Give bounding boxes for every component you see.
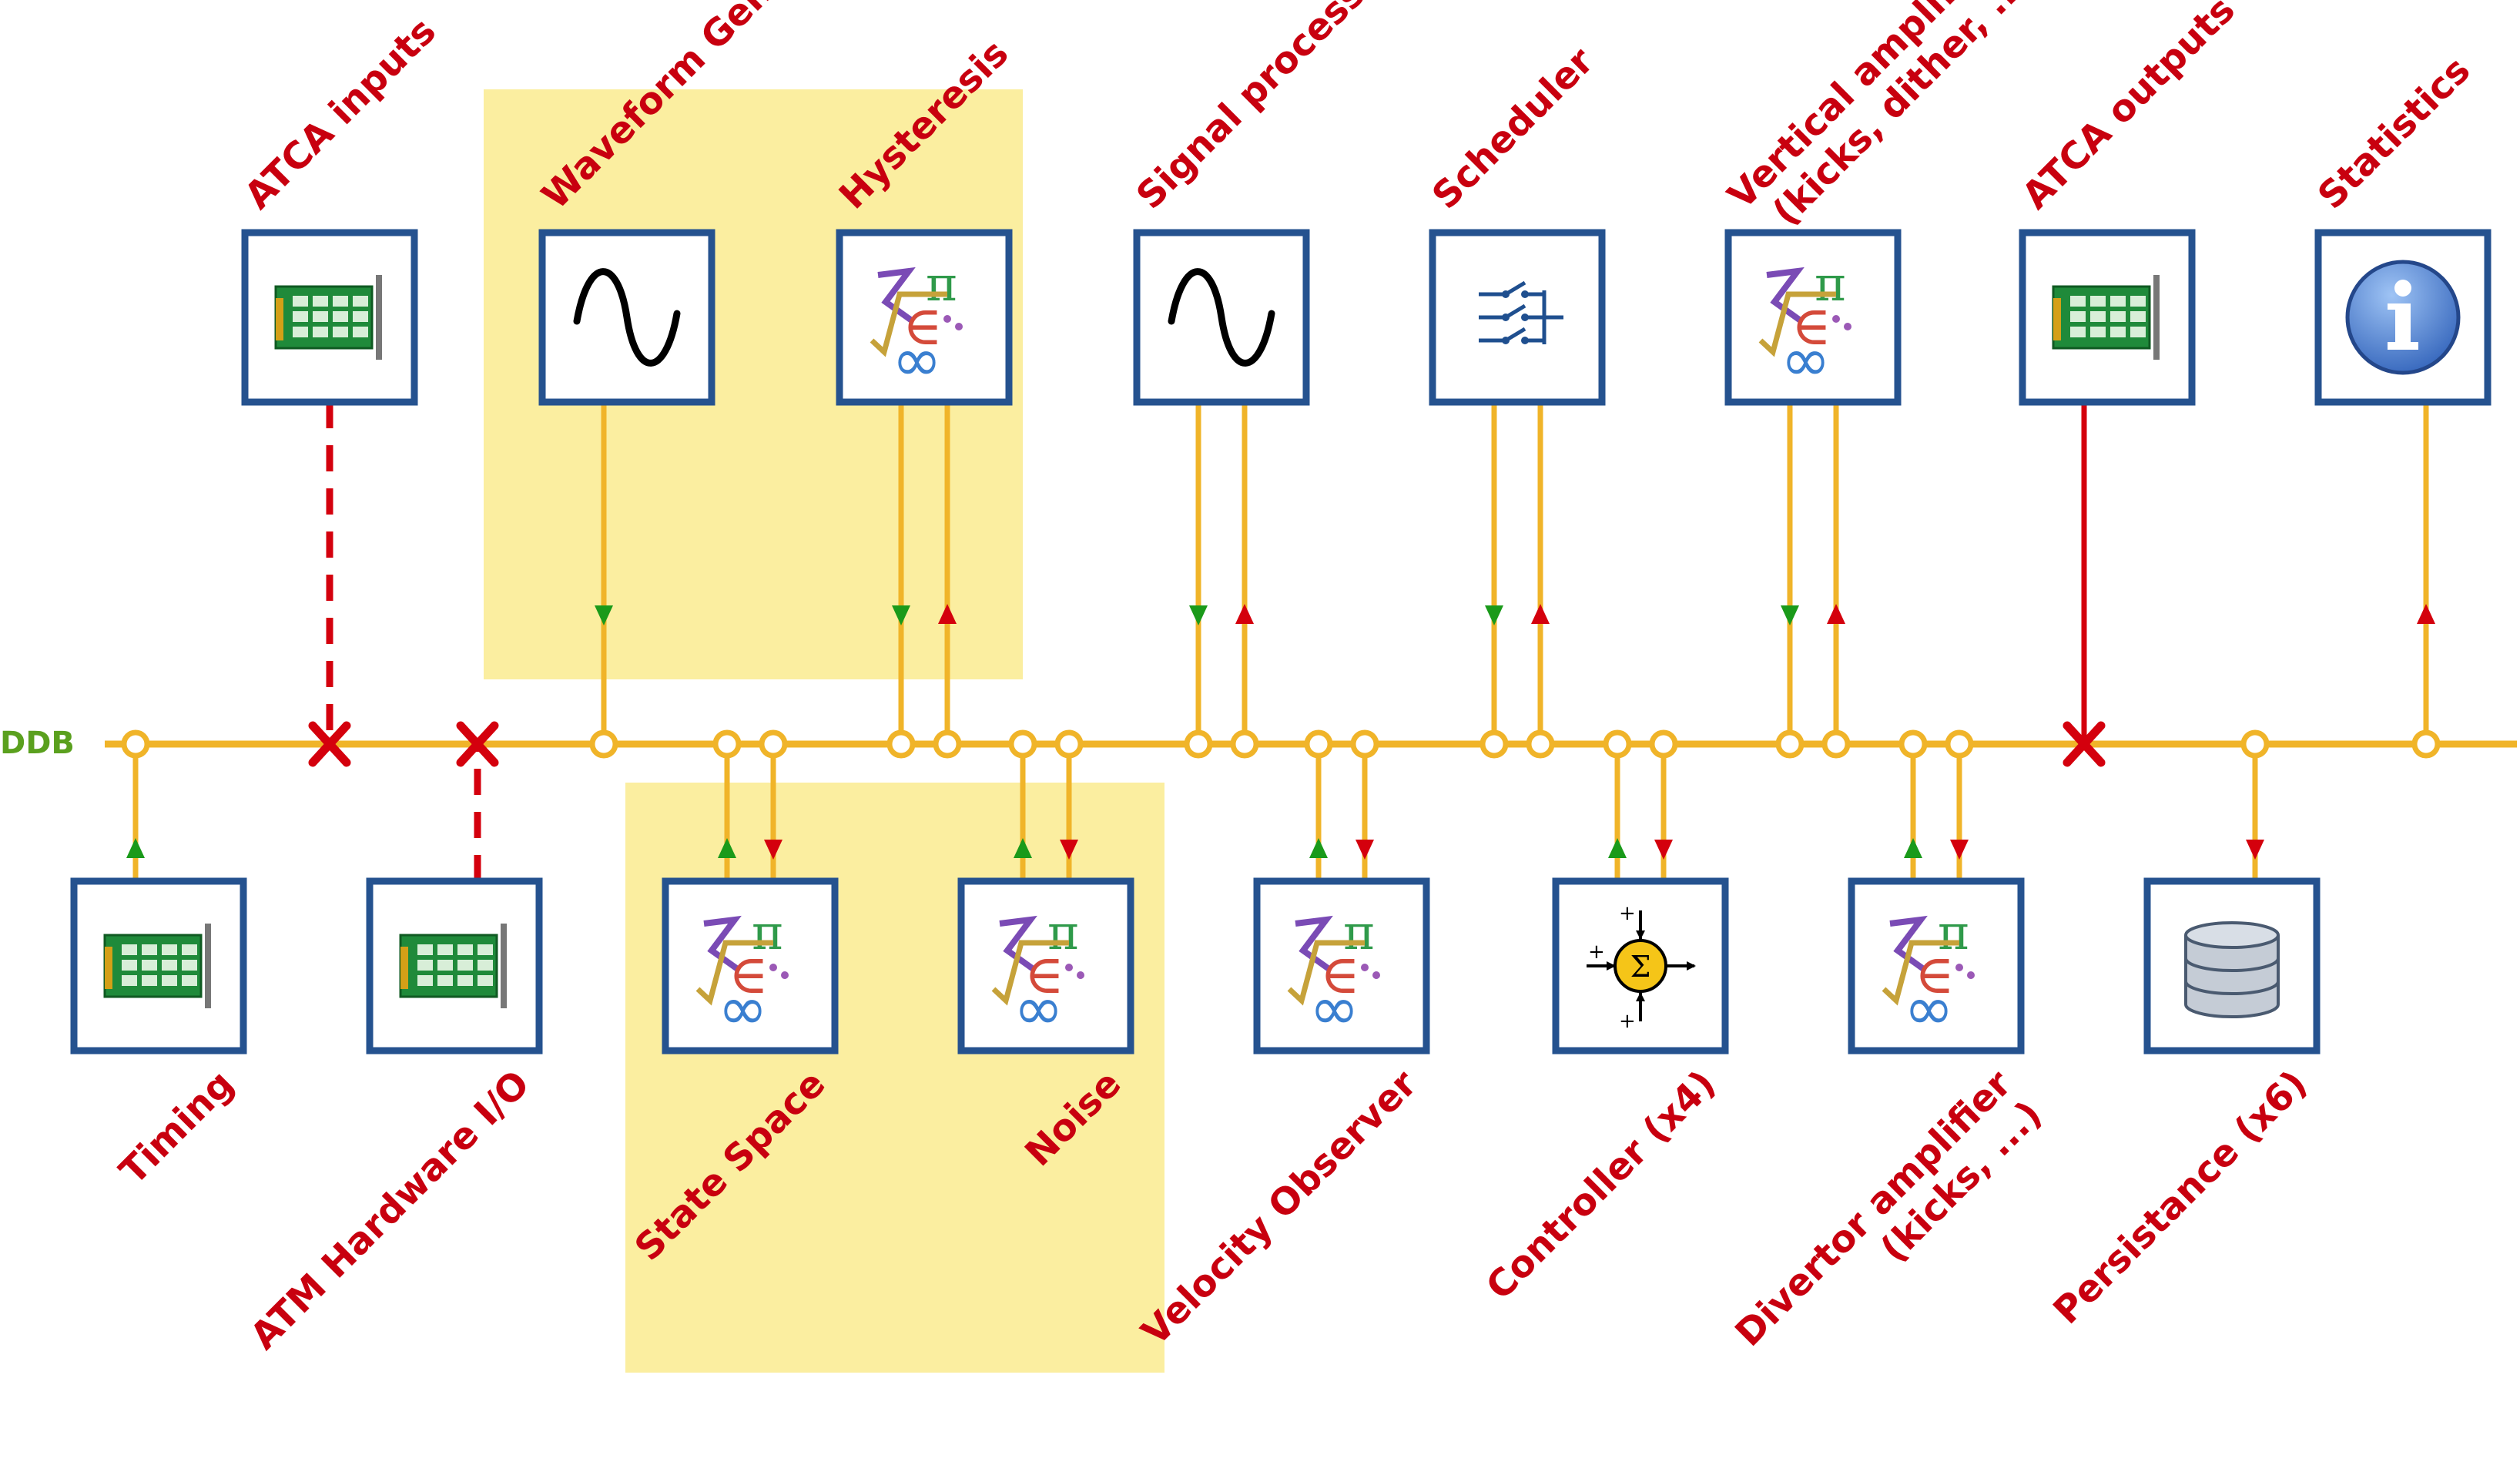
bottom-module-1: ATM Hardware I/O bbox=[242, 877, 543, 1358]
bus-junction bbox=[1821, 729, 1851, 759]
module-label: Signal processing bbox=[1128, 0, 1419, 217]
bus-junction bbox=[933, 729, 962, 759]
module-label-line: ATCA inputs bbox=[236, 9, 444, 217]
arrow-up-out bbox=[1827, 604, 1845, 624]
module-label: Persistance (x6) bbox=[2045, 1062, 2315, 1333]
module-label-line: Timing bbox=[112, 1062, 243, 1193]
bus-junction bbox=[1945, 729, 1974, 759]
bus-junction bbox=[121, 729, 150, 759]
module-label: ATCA outputs bbox=[2014, 0, 2244, 217]
bus-junction bbox=[1898, 729, 1928, 759]
arrow-down-out bbox=[1654, 840, 1673, 860]
bus-junction bbox=[1775, 729, 1805, 759]
bus-cross bbox=[308, 721, 351, 767]
module-label-line: Divertor amplifier bbox=[1727, 1062, 2019, 1355]
arrow-up-in bbox=[718, 838, 736, 858]
ddb-bus bbox=[105, 721, 2517, 767]
arrow-up-in bbox=[1309, 838, 1328, 858]
arrow-down-in bbox=[892, 605, 910, 625]
atca-card-icon bbox=[276, 275, 382, 360]
module-label: Controller (x4) bbox=[1478, 1062, 1724, 1309]
bus-label: DDB bbox=[0, 726, 75, 761]
module-label-line: Persistance (x6) bbox=[2045, 1062, 2315, 1333]
module-label: Vertical amplifier(kicks, dither, ...) bbox=[1720, 0, 2047, 248]
bus-junction bbox=[1304, 729, 1333, 759]
module-box bbox=[1429, 229, 1606, 406]
atca-card-icon bbox=[105, 924, 211, 1008]
module-label-line: Controller (x4) bbox=[1478, 1062, 1724, 1309]
top-module-7: Statistics bbox=[2310, 49, 2492, 406]
arrow-down-out bbox=[2246, 840, 2264, 860]
bus-junction bbox=[1603, 729, 1632, 759]
arrow-down-out bbox=[764, 840, 782, 860]
module-label: ATM Hardware I/O bbox=[242, 1062, 538, 1358]
top-module-0: ATCA inputs bbox=[236, 9, 444, 406]
bus-cross bbox=[456, 721, 499, 767]
bottom-module-0: Timing bbox=[70, 877, 247, 1193]
bus-junction bbox=[2411, 729, 2441, 759]
arrow-down-in bbox=[1189, 605, 1208, 625]
arrow-down-out bbox=[1950, 840, 1969, 860]
arrow-down-out bbox=[1060, 840, 1078, 860]
top-module-5: Vertical amplifier(kicks, dither, ...) bbox=[1720, 0, 2047, 406]
module-label: Velocity Observer bbox=[1134, 1062, 1426, 1354]
bus-junction bbox=[1350, 729, 1379, 759]
bus-junction bbox=[1008, 729, 1037, 759]
arrow-down-in bbox=[595, 605, 613, 625]
bottom-module-4: Velocity Observer bbox=[1134, 877, 1430, 1354]
bus-junction bbox=[1054, 729, 1084, 759]
bus-junction bbox=[1649, 729, 1678, 759]
module-label-line: Scheduler bbox=[1424, 39, 1602, 217]
bus-junction bbox=[886, 729, 916, 759]
module-label: Timing bbox=[112, 1062, 243, 1193]
module-label: Statistics bbox=[2310, 49, 2478, 217]
module-label-line: ATM Hardware I/O bbox=[242, 1062, 538, 1358]
bottom-module-6: Divertor amplifier(kicks, ...) bbox=[1727, 877, 2050, 1386]
top-module-6: ATCA outputs bbox=[2014, 0, 2244, 406]
arrow-up-out bbox=[2417, 604, 2435, 624]
module-label: ATCA inputs bbox=[236, 9, 444, 217]
module-label-line: ATCA outputs bbox=[2014, 0, 2244, 217]
bottom-module-5: Controller (x4) bbox=[1478, 877, 1729, 1309]
link-layer bbox=[126, 402, 2435, 881]
arrow-up-in bbox=[1904, 838, 1922, 858]
bus-junction bbox=[1230, 729, 1259, 759]
arrow-up-out bbox=[1531, 604, 1550, 624]
module-label: Scheduler bbox=[1424, 39, 1602, 217]
atca-card-icon bbox=[2053, 275, 2160, 360]
top-module-4: Scheduler bbox=[1424, 39, 1606, 406]
arrow-down-in bbox=[1781, 605, 1799, 625]
info-icon bbox=[2347, 262, 2458, 373]
bus-junction bbox=[1184, 729, 1213, 759]
top-module-3: Signal processing bbox=[1128, 0, 1419, 406]
module-label-line: Velocity Observer bbox=[1134, 1062, 1426, 1354]
arrow-down-out bbox=[1356, 840, 1374, 860]
bus-junction bbox=[759, 729, 788, 759]
bus-cross bbox=[2063, 721, 2106, 767]
module-label-line: Signal processing bbox=[1128, 0, 1419, 217]
module-label-line: Statistics bbox=[2310, 49, 2478, 217]
arrow-up-in bbox=[126, 838, 145, 858]
module-box bbox=[366, 877, 543, 1054]
arrow-down-in bbox=[1485, 605, 1503, 625]
bus-junction bbox=[1479, 729, 1509, 759]
atca-card-icon bbox=[400, 924, 507, 1008]
arrow-up-in bbox=[1014, 838, 1032, 858]
bus-junction bbox=[1526, 729, 1555, 759]
bus-junction bbox=[2240, 729, 2270, 759]
arrow-up-out bbox=[1235, 604, 1254, 624]
bus-junction bbox=[589, 729, 618, 759]
arrow-up-in bbox=[1608, 838, 1627, 858]
arrow-up-out bbox=[938, 604, 957, 624]
bus-junction bbox=[712, 729, 742, 759]
module-label: Divertor amplifier(kicks, ...) bbox=[1727, 1062, 2050, 1386]
bottom-module-7: Persistance (x6) bbox=[2045, 877, 2321, 1333]
database-icon bbox=[2184, 921, 2280, 1018]
